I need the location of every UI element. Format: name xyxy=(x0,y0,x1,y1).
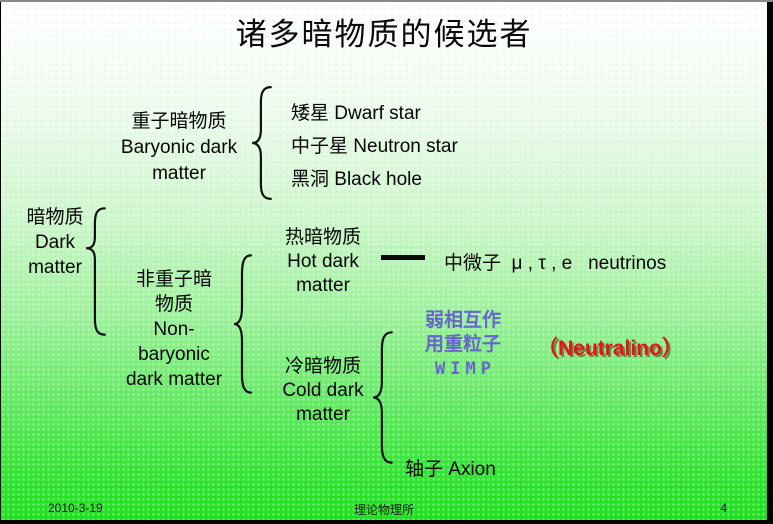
node-cold-line-zh: 冷暗物质 xyxy=(284,356,361,377)
brace-nonbaryonic xyxy=(233,254,253,394)
neutralino-annotation: （Neutralino） xyxy=(537,337,683,360)
node-hot-dark-matter: 热暗物质 Hot dark matter xyxy=(263,226,383,298)
node-cold-line-en1: Cold dark xyxy=(282,380,364,401)
node-baryonic: 重子暗物质 Baryonic dark matter xyxy=(99,109,259,187)
leaf-neutron-star: 中子星 Neutron star xyxy=(291,136,458,157)
footer-organization: 理论物理所 xyxy=(353,503,414,517)
brace-cold xyxy=(372,331,394,464)
node-nonbaryonic-line-en3: dark matter xyxy=(125,369,223,390)
leaf-wimp-acronym: WIMP xyxy=(435,359,496,379)
leaf-axion: 轴子 Axion xyxy=(405,459,496,480)
leaf-wimp: 弱相互作 用重粒子 WIMP xyxy=(403,309,523,382)
node-nonbaryonic: 非重子暗 物质 Non- baryonic dark matter xyxy=(104,267,244,392)
baryonic-leaf-list: 矮星 Dwarf star 中子星 Neutron star 黑洞 Black … xyxy=(291,97,458,196)
slide: 诸多暗物质的候选者 暗物质 Dark matter 重子暗物质 Baryonic… xyxy=(1,2,767,520)
leaf-neutrinos: 中微子 μ , τ , e neutrinos xyxy=(444,253,667,274)
node-baryonic-line-en2: matter xyxy=(152,163,206,184)
node-hot-line-en1: Hot dark xyxy=(287,251,359,272)
node-nonbaryonic-line-en2: baryonic xyxy=(138,344,210,365)
node-nonbaryonic-line-en1: Non- xyxy=(153,319,195,340)
node-nonbaryonic-line-zh2: 物质 xyxy=(154,294,193,315)
brace-baryonic xyxy=(251,86,273,200)
node-cold-dark-matter: 冷暗物质 Cold dark matter xyxy=(263,355,383,427)
leaf-black-hole: 黑洞 Black hole xyxy=(291,169,422,190)
brace-dark-matter xyxy=(85,207,107,336)
node-dark-matter-line-en2: matter xyxy=(28,257,82,278)
node-dark-matter-line-en1: Dark xyxy=(34,232,76,253)
leaf-dwarf-star: 矮星 Dwarf star xyxy=(291,103,421,124)
node-hot-line-zh: 热暗物质 xyxy=(284,227,361,248)
connector-line xyxy=(381,255,425,260)
node-cold-line-en2: matter xyxy=(296,404,350,425)
node-hot-line-en2: matter xyxy=(296,275,350,296)
slide-title: 诸多暗物质的候选者 xyxy=(235,17,533,52)
leaf-wimp-line-zh2: 用重粒子 xyxy=(424,334,501,355)
node-dark-matter-line-zh: 暗物质 xyxy=(26,207,84,228)
footer-page-number: 4 xyxy=(720,501,727,515)
footer-date: 2010-3-19 xyxy=(48,501,103,515)
leaf-wimp-line-zh1: 弱相互作 xyxy=(424,310,501,331)
node-baryonic-line-zh: 重子暗物质 xyxy=(131,111,227,132)
node-nonbaryonic-line-zh1: 非重子暗 xyxy=(135,269,212,290)
node-baryonic-line-en1: Baryonic dark xyxy=(120,137,238,158)
node-dark-matter: 暗物质 Dark matter xyxy=(5,205,105,280)
